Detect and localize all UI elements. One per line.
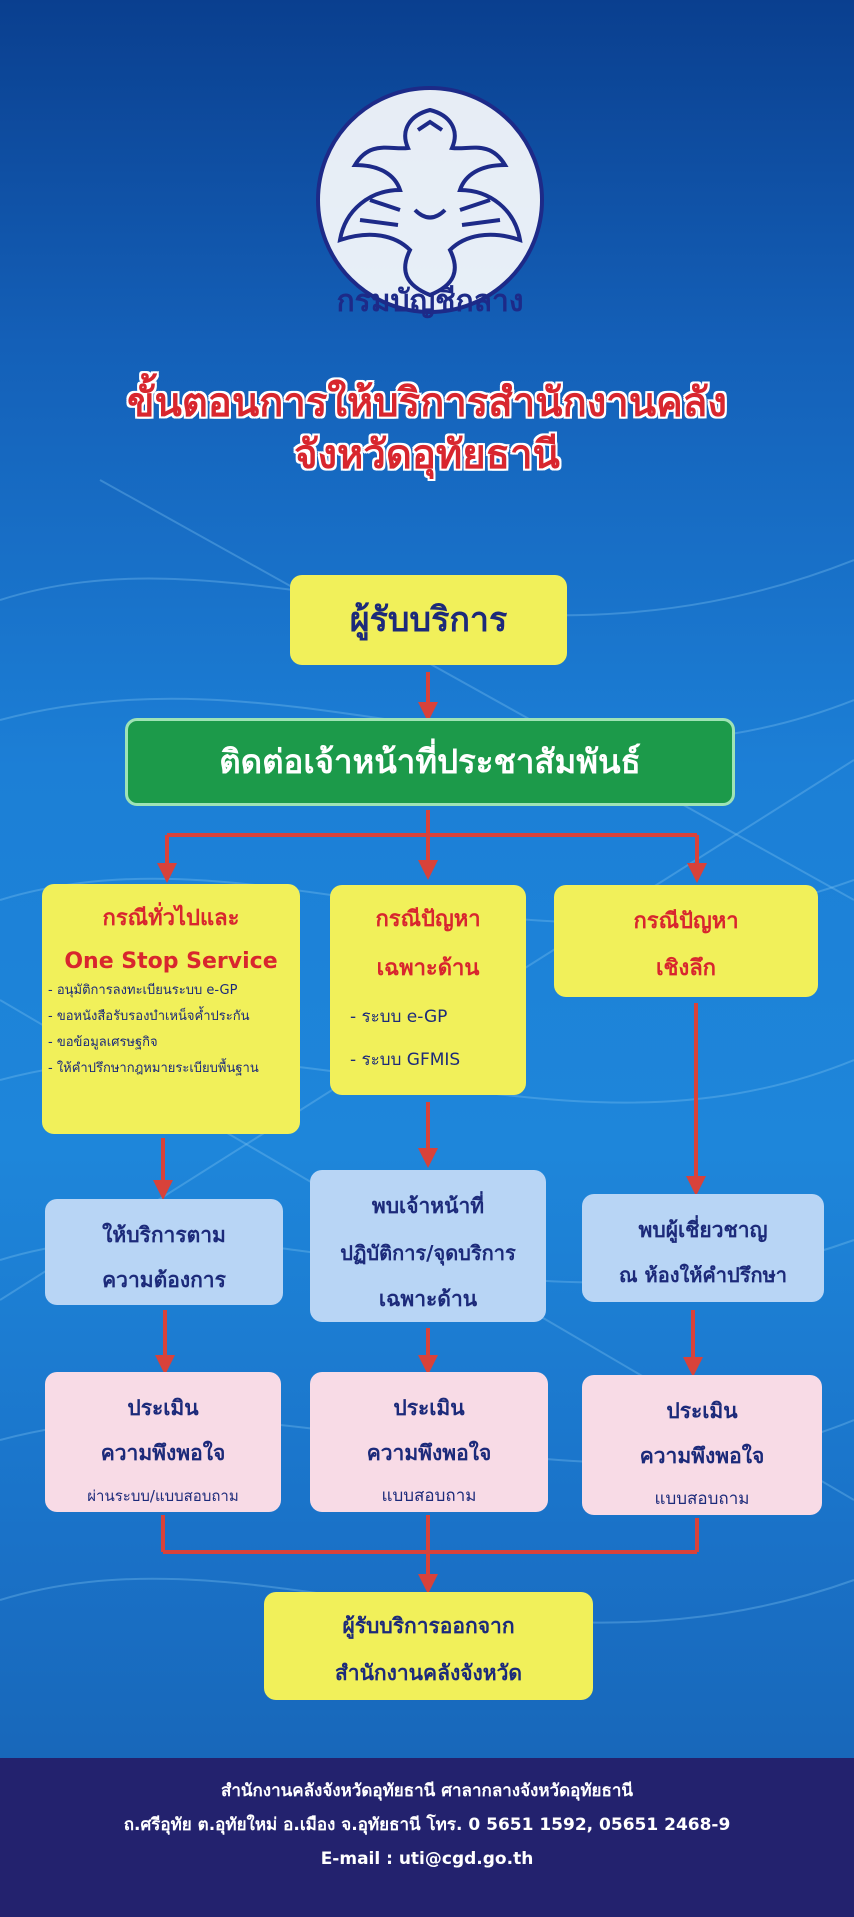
footer-line1: สำนักงานคลังจังหวัดอุทัยธานี ศาลากลางจัง…: [220, 1781, 634, 1801]
branch-specific-title-1: กรณีปัญหา: [375, 907, 481, 932]
eval-general-node: ประเมิน ความพึงพอใจ ผ่านระบบ/แบบสอบถาม: [45, 1372, 281, 1512]
branch-general-title-1: กรณีทั่วไปและ: [102, 906, 240, 931]
list-item: - ขอหนังสือรับรองบำเหน็จค้ำประกัน: [48, 1009, 250, 1024]
end-node: ผู้รับบริการออกจาก สำนักงานคลังจังหวัด: [264, 1592, 593, 1700]
emblem-caption: กรมบัญชีกลาง: [336, 284, 524, 319]
contact-label: ติดต่อเจ้าหน้าที่ประชาสัมพันธ์: [219, 742, 641, 781]
eval-indepth-line3: แบบสอบถาม: [654, 1489, 750, 1509]
eval-indepth-line2: ความพึงพอใจ: [639, 1444, 765, 1468]
eval-specific-line1: ประเมิน: [393, 1396, 465, 1420]
branch-specific-title-2: เฉพาะด้าน: [376, 956, 480, 981]
list-item: - ให้คำปรึกษากฎหมายระเบียบพื้นฐาน: [48, 1061, 259, 1076]
service-specific-node: พบเจ้าหน้าที่ ปฏิบัติการ/จุดบริการ เฉพาะ…: [310, 1170, 546, 1322]
service-indepth-node: พบผู้เชี่ยวชาญ ณ ห้องให้คำปรึกษา: [582, 1194, 824, 1302]
branch-indepth-title-1: กรณีปัญหา: [633, 909, 739, 934]
page-title-line2: จังหวัดอุทัยธานี: [294, 432, 560, 478]
service-general-node: ให้บริการตาม ความต้องการ: [45, 1199, 283, 1305]
list-item: - ขอข้อมูลเศรษฐกิจ: [48, 1035, 158, 1050]
eval-general-line3: ผ่านระบบ/แบบสอบถาม: [87, 1487, 239, 1505]
end-line2: สำนักงานคลังจังหวัด: [334, 1661, 523, 1685]
garuda-emblem-icon: กรมบัญชีกลาง: [300, 70, 560, 340]
service-general-line1: ให้บริการตาม: [102, 1223, 226, 1247]
service-general-line2: ความต้องการ: [102, 1268, 226, 1292]
start-label: ผู้รับบริการ: [349, 600, 508, 640]
service-specific-line2: ปฏิบัติการ/จุดบริการ: [340, 1241, 516, 1265]
eval-specific-line2: ความพึงพอใจ: [366, 1441, 492, 1465]
start-node: ผู้รับบริการ: [290, 575, 567, 665]
branch-general-list: - อนุมัติการลงทะเบียนระบบ e-GP - ขอหนังส…: [42, 979, 300, 1078]
service-specific-line1: พบเจ้าหน้าที่: [371, 1194, 485, 1218]
branch-specific-node: กรณีปัญหา เฉพาะด้าน - ระบบ e-GP - ระบบ G…: [330, 885, 526, 1095]
footer-line2: ถ.ศรีอุทัย ต.อุทัยใหม่ อ.เมือง จ.อุทัยธา…: [123, 1815, 731, 1835]
footer-contact: สำนักงานคลังจังหวัดอุทัยธานี ศาลากลางจัง…: [0, 1758, 854, 1917]
list-item: - ระบบ e-GP: [350, 1007, 448, 1027]
eval-general-line1: ประเมิน: [127, 1396, 199, 1420]
service-specific-line3: เฉพาะด้าน: [378, 1287, 478, 1311]
branch-indepth-title-2: เชิงลึก: [656, 956, 716, 981]
branch-general-node: กรณีทั่วไปและ One Stop Service - อนุมัติ…: [42, 884, 300, 1134]
footer-email: E-mail : uti@cgd.go.th: [320, 1849, 534, 1869]
branch-general-title-2: One Stop Service: [64, 949, 278, 974]
eval-specific-node: ประเมิน ความพึงพอใจ แบบสอบถาม: [310, 1372, 548, 1512]
branch-indepth-node: กรณีปัญหา เชิงลึก: [554, 885, 818, 997]
list-item: - อนุมัติการลงทะเบียนระบบ e-GP: [48, 983, 238, 998]
contact-node: ติดต่อเจ้าหน้าที่ประชาสัมพันธ์: [125, 718, 735, 806]
list-item: - ระบบ GFMIS: [350, 1050, 461, 1070]
eval-indepth-line1: ประเมิน: [666, 1399, 738, 1423]
page-title-line1: ขั้นตอนการให้บริการสำนักงานคลัง: [127, 380, 727, 426]
eval-specific-line3: แบบสอบถาม: [381, 1486, 477, 1506]
eval-indepth-node: ประเมิน ความพึงพอใจ แบบสอบถาม: [582, 1375, 822, 1515]
service-indepth-line2: ณ ห้องให้คำปรึกษา: [619, 1263, 787, 1287]
service-indepth-line1: พบผู้เชี่ยวชาญ: [638, 1218, 768, 1242]
end-line1: ผู้รับบริการออกจาก: [342, 1614, 515, 1638]
eval-general-line2: ความพึงพอใจ: [100, 1441, 226, 1465]
